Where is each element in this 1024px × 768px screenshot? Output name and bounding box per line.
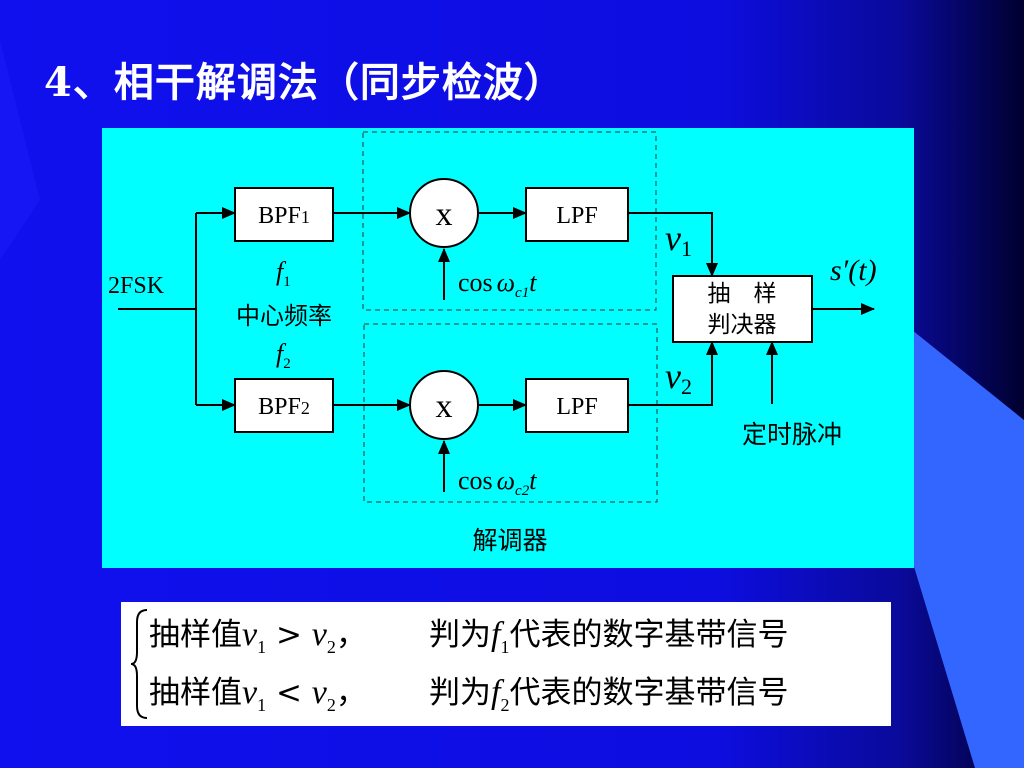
- f1-label: f1: [276, 257, 291, 290]
- lpf1-output-line: [628, 212, 718, 277]
- f2-label: f2: [276, 339, 291, 372]
- lpf1-block: [525, 187, 629, 242]
- sampler-label-line2: 判决器: [708, 312, 777, 338]
- sampler-label-line1: 抽 样: [708, 281, 777, 307]
- decision-rule-row-2-result: 判为f2代表的数字基带信号: [429, 674, 789, 715]
- decision-rule-box: 抽样值v1 > v2， 判为f1代表的数字基带信号 抽样值v1 < v2， 判为…: [121, 602, 891, 726]
- demod-box-lower: [363, 323, 658, 503]
- lpf2-block: [525, 378, 629, 433]
- output-label: s′(t): [830, 254, 877, 287]
- v1-label: v1: [665, 218, 692, 261]
- center-frequency-label: 中心频率: [236, 302, 332, 330]
- bpf2-label: BPF2: [258, 394, 310, 420]
- lpf2-output-line: [628, 341, 718, 406]
- decor-polygon-right: [912, 330, 1024, 768]
- mixer1-symbol: x: [436, 196, 453, 233]
- sampler-decision-block: [672, 275, 813, 343]
- demodulator-label: 解调器: [472, 526, 547, 555]
- slide-title: 4、相干解调法（同步检波）: [44, 59, 565, 106]
- demod-box-upper: [362, 131, 657, 311]
- decor-polygon-left: [0, 40, 40, 260]
- input-label: 2FSK: [108, 273, 165, 299]
- timing-pulse-label: 定时脉冲: [742, 420, 842, 449]
- bpf1-block: [234, 187, 334, 242]
- v2-label: v2: [665, 356, 692, 399]
- bpf1-label: BPF1: [258, 203, 310, 229]
- decision-rule-row-1-result: 判为f1代表的数字基带信号: [429, 616, 789, 657]
- decision-rule-row-2: 抽样值v1 < v2， 判为f2代表的数字基带信号: [149, 668, 788, 718]
- mixer2-symbol: x: [436, 388, 453, 425]
- left-brace: [130, 609, 148, 719]
- bpf2-block: [234, 378, 334, 433]
- lpf1-label: LPF: [556, 203, 597, 229]
- decision-rule-row-1: 抽样值v1 > v2， 判为f1代表的数字基带信号: [149, 610, 788, 660]
- lpf2-label: LPF: [556, 394, 597, 420]
